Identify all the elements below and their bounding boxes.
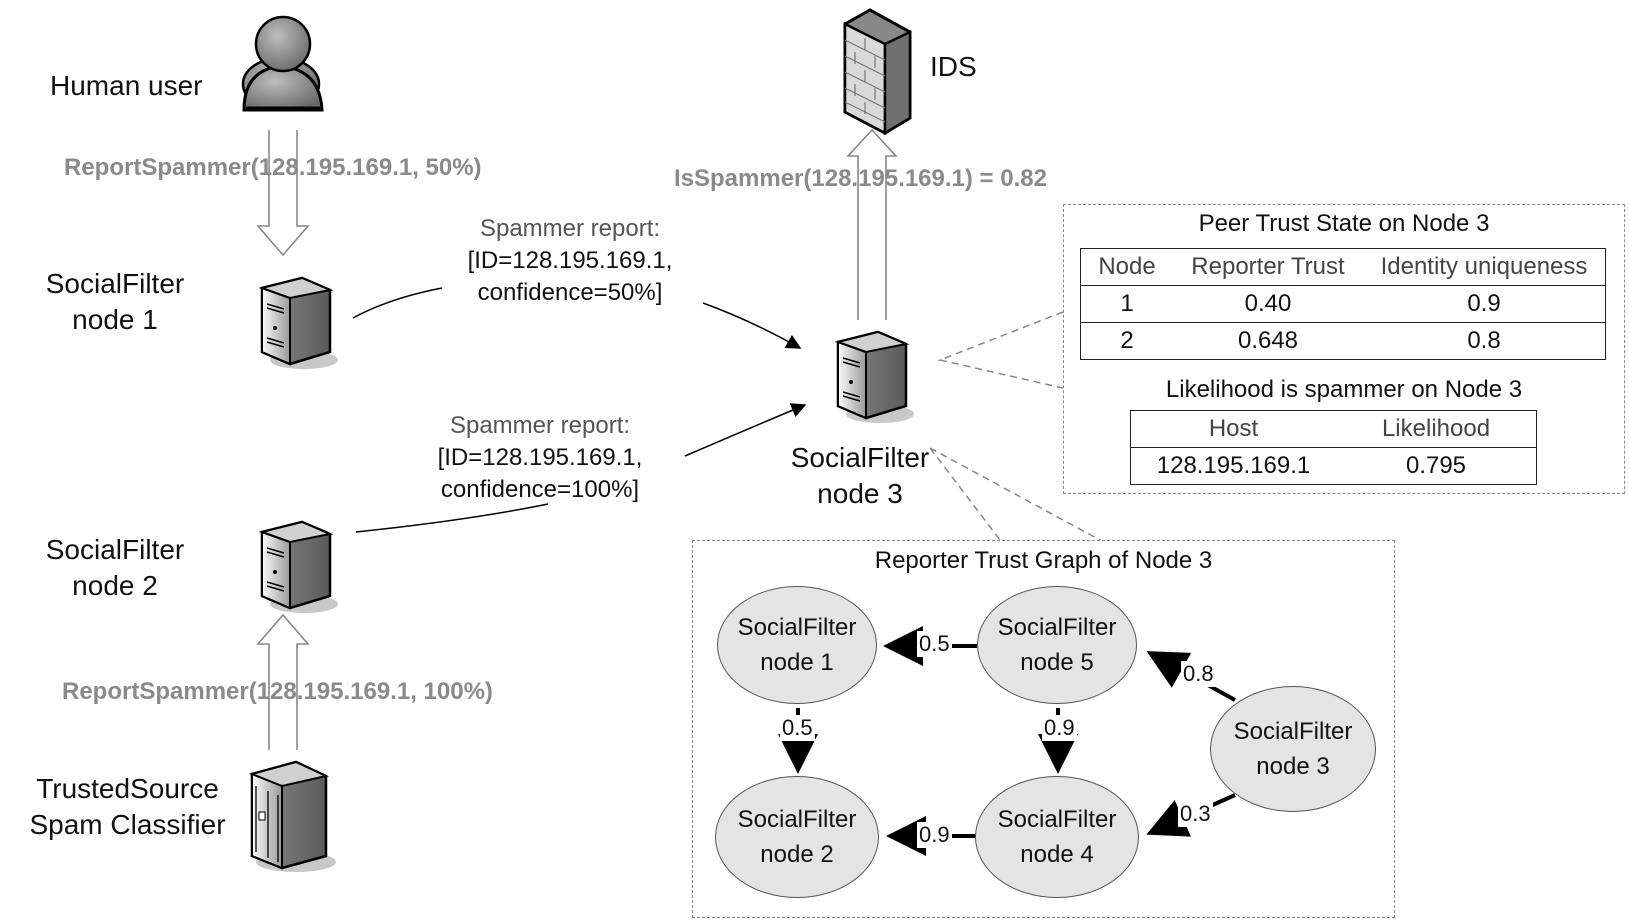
likelihood-table: Host Likelihood 128.195.169.1 0.795	[1130, 410, 1537, 485]
graph-callout	[929, 447, 1101, 541]
node1-server-icon	[258, 276, 338, 369]
likelihood-title: Likelihood is spammer on Node 3	[1165, 376, 1523, 403]
human-user-icon	[241, 15, 324, 112]
table-cell: 128.195.169.1	[1130, 447, 1336, 485]
report-curve-node2-a	[355, 503, 549, 533]
is-spammer-call: IsSpammer(128.195.169.1) = 0.82	[674, 165, 1047, 192]
table-row: 1 0.40 0.9	[1080, 285, 1606, 323]
peer-trust-table: Node Reporter Trust Identity uniqueness …	[1080, 248, 1606, 360]
trusted-source-server-icon	[248, 760, 336, 872]
edge-weight-n1-n2: 0.5	[780, 715, 815, 741]
report-spammer-top-call: ReportSpammer(128.195.169.1, 50%)	[64, 154, 482, 181]
edge-weight-n3-n5: 0.8	[1181, 661, 1216, 687]
column-header: Identity uniqueness	[1363, 248, 1606, 286]
report-curve-node2-b	[684, 403, 807, 457]
edge-weight-n4-n2: 0.9	[917, 822, 952, 848]
table-cell: 0.648	[1173, 322, 1363, 360]
node2-server-icon	[258, 520, 338, 613]
ids-firewall-icon	[843, 8, 912, 136]
table-cell: 2	[1080, 322, 1173, 360]
report-curve-node1-a	[352, 287, 443, 319]
table-header-row: Node Reporter Trust Identity uniqueness	[1080, 248, 1606, 286]
table-row: 128.195.169.1 0.795	[1130, 447, 1537, 485]
is-spammer-arrow	[846, 128, 898, 320]
table-header-row: Host Likelihood	[1130, 410, 1537, 448]
report-spammer-bottom-call: ReportSpammer(128.195.169.1, 100%)	[62, 678, 493, 705]
table-cell: 0.9	[1363, 285, 1606, 323]
spammer-report-node1: Spammer report: [ID=128.195.169.1, confi…	[467, 215, 673, 306]
table-cell: 1	[1080, 285, 1173, 323]
report-arrow-bottom	[256, 613, 310, 750]
column-header: Node	[1080, 248, 1173, 286]
table-cell: 0.40	[1173, 285, 1363, 323]
edge-weight-n5-n4: 0.9	[1042, 715, 1077, 741]
peer-trust-callout	[937, 311, 1064, 389]
report-curve-node1-b	[702, 302, 802, 349]
reporter-trust-graph-panel	[692, 540, 1395, 918]
table-cell: 0.8	[1363, 322, 1606, 360]
human-user-label: Human user	[50, 70, 203, 101]
graph-title: Reporter Trust Graph of Node 3	[874, 547, 1213, 574]
peer-trust-panel	[1063, 204, 1625, 494]
ids-label: IDS	[930, 51, 977, 82]
edge-weight-n3-n4: 0.3	[1178, 801, 1213, 827]
spammer-report-node2: Spammer report: [ID=128.195.169.1, confi…	[437, 412, 643, 503]
peer-trust-title: Peer Trust State on Node 3	[1198, 210, 1490, 237]
table-row: 2 0.648 0.8	[1080, 322, 1606, 360]
table-cell: 0.795	[1336, 447, 1537, 485]
report-arrow-top	[256, 130, 310, 257]
edge-weight-n5-n1: 0.5	[917, 631, 952, 657]
node3-server-icon	[834, 330, 914, 423]
column-header: Host	[1130, 410, 1336, 448]
column-header: Reporter Trust	[1173, 248, 1363, 286]
column-header: Likelihood	[1336, 410, 1537, 448]
